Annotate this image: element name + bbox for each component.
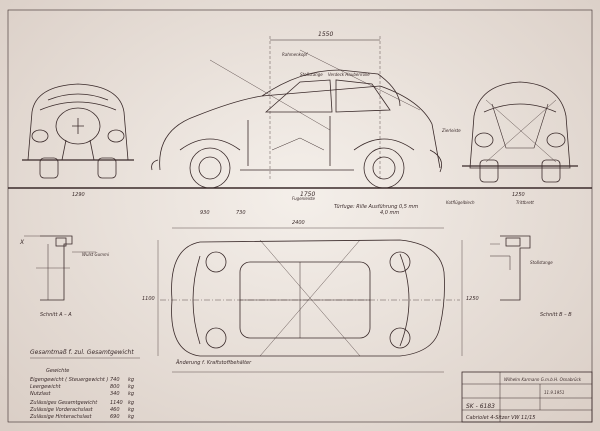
weight-label-1: Leergewicht: [30, 384, 62, 390]
callout-pillar: Rahmenkopf: [282, 52, 308, 57]
callout-stop: Stoßstange: [300, 72, 323, 77]
weight-unit-4: kg: [128, 407, 134, 413]
callout-bumper: Stoßstange: [530, 260, 553, 265]
weights-subtitle: Gewichte: [46, 368, 69, 374]
weight-value-4: 460: [110, 407, 120, 413]
weight-label-3: Zulässiges Gesamtgewicht: [29, 400, 98, 406]
section-b-b-label: Schnitt B – B: [540, 312, 572, 318]
callout-note: Änderung f. Kraftstoffbehälter: [175, 359, 252, 366]
weight-value-0: 740: [110, 377, 120, 383]
weight-label-2: Nutzlast: [30, 391, 52, 397]
x-label: X: [19, 239, 25, 246]
weight-unit-1: kg: [128, 384, 134, 390]
weight-value-1: 800: [110, 384, 120, 390]
dim-width-label: 1550: [318, 31, 333, 38]
title-drawing-no: SK - 6183: [466, 403, 495, 410]
callout-top: Verdeck Haubenrolle: [328, 72, 370, 77]
weight-label-0: Eigengewicht ( Steuergewicht ): [30, 377, 108, 383]
title-company: Wilhelm Karmann G.m.b.H. Osnabrück: [504, 377, 582, 382]
callout-panel: Kotflügelblech: [446, 200, 475, 205]
callout-fuel: Fugenleiste: [292, 196, 316, 201]
weight-value-2: 340: [110, 391, 120, 397]
dim-left-b-label: 930: [200, 210, 210, 216]
title-block-text: Wilhelm Karmann G.m.b.H. Osnabrück 11.9.…: [466, 377, 582, 421]
dim-span-label: 2400: [292, 220, 305, 226]
section-a-a-label: Schnitt A – A: [40, 312, 72, 318]
callout-trim: Zierleiste: [441, 128, 461, 133]
section-a-a: [24, 235, 96, 301]
callout-door: Türfuge: Rille Ausführung 0,5 mm: [334, 204, 418, 210]
weight-unit-2: kg: [128, 391, 134, 397]
table-note: Wulst Gummi: [82, 252, 110, 257]
plan-view: [157, 227, 463, 373]
side-view: [151, 36, 443, 189]
weight-value-5: 690: [110, 414, 120, 420]
dim-left-a-label: 730: [236, 210, 246, 216]
weight-value-3: 1140: [110, 400, 123, 406]
weights-title: Gesamtmaß f. zul. Gesamtgewicht: [30, 349, 134, 356]
section-b-b: [490, 235, 531, 301]
weight-label-4: Zulässige Vorderachslast: [29, 407, 94, 413]
callout-door-2: 4,0 mm: [380, 210, 399, 216]
sheet-border: [7, 9, 593, 423]
weight-unit-5: kg: [128, 414, 134, 420]
title-date: 11.9.1951: [544, 390, 564, 395]
dim-track-front-label: 1290: [72, 192, 85, 198]
title-block: [461, 371, 593, 423]
dim-length-label: 1750: [300, 191, 315, 198]
weight-unit-3: kg: [128, 400, 134, 406]
dim-track-rear-label: 1250: [512, 192, 525, 198]
front-view: [22, 83, 134, 179]
weight-label-5: Zulässige Hinterachslast: [29, 414, 93, 420]
rear-view: [462, 81, 578, 183]
title-main: Cabriolet 4-Sitzer VW 11/15: [466, 415, 535, 421]
dim-plan-length-label: 1250: [466, 296, 479, 302]
weights-table: Eigengewicht ( Steuergewicht ) 740 kg Le…: [29, 377, 134, 420]
dim-rear-label: 1100: [142, 296, 155, 302]
weight-unit-0: kg: [128, 377, 134, 383]
callout-step: Trittbrett: [516, 200, 534, 205]
